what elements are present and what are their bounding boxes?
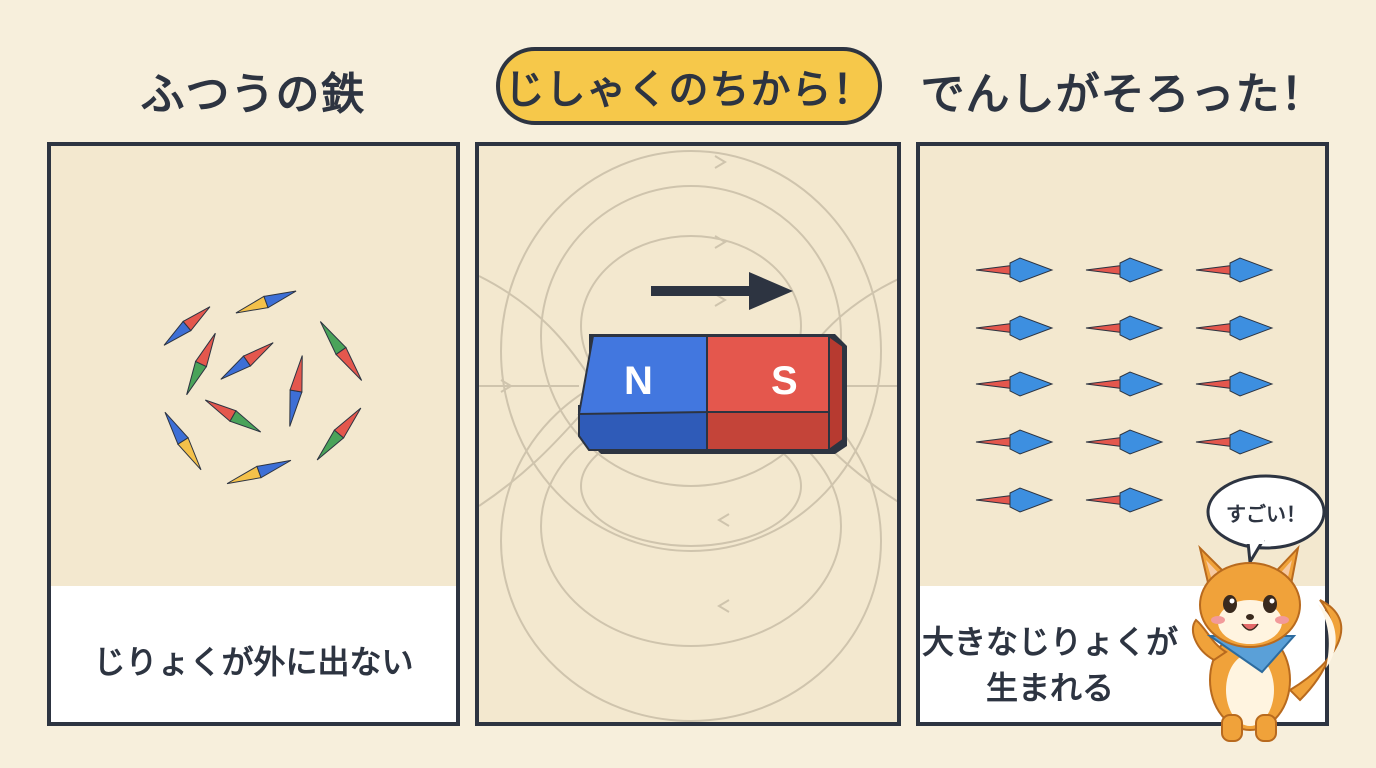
direction-arrow (651, 272, 793, 310)
caption-right-line1: 大きなじりょくが (921, 623, 1178, 661)
domain-needle (186, 332, 216, 396)
domain-needle (316, 407, 362, 461)
magnet-south-label: S (771, 359, 798, 403)
aligned-domain-needle (975, 371, 1054, 397)
aligned-domain-needle (1085, 315, 1164, 341)
aligned-domain-needle (1195, 257, 1274, 283)
caption-box (51, 586, 456, 722)
caption-right-line2: 生まれる (985, 669, 1114, 707)
aligned-domain-needle (975, 315, 1054, 341)
aligned-domain-needle (975, 257, 1054, 283)
aligned-domain-needle (1085, 429, 1164, 455)
panel-title-left: ふつうの鉄 (140, 69, 366, 120)
panel-title-right: でんしがそろった！ (920, 69, 1326, 120)
bar-magnet (577, 334, 847, 454)
aligned-domain-needle (975, 487, 1054, 513)
domain-needle (220, 342, 274, 380)
caption-left: じりょくが外に出ない (93, 643, 414, 681)
panel-title-middle: じしゃくのちから！ (496, 47, 882, 125)
domain-needle (204, 399, 262, 433)
aligned-domains-illustration (975, 257, 1274, 513)
domain-needle (319, 321, 363, 381)
domain-needle (226, 459, 292, 485)
aligned-domain-needle (1195, 429, 1274, 455)
aligned-domain-needle (1195, 371, 1274, 397)
domain-needle (163, 306, 211, 346)
aligned-domain-needle (1195, 315, 1274, 341)
aligned-domain-needle (1085, 487, 1164, 513)
aligned-domain-needle (1085, 371, 1164, 397)
mascot-speech-text: すごい！ (1226, 501, 1306, 526)
panel-aligned-domains: 大きなじりょくが 生まれる (916, 142, 1329, 726)
aligned-domain-needle (975, 429, 1054, 455)
domain-needle (235, 290, 297, 314)
magnetic-field-illustration: N S (479, 150, 897, 722)
magnet-north-label: N (624, 359, 653, 403)
panel-magnet-force: N S (475, 142, 901, 726)
random-domains-illustration (163, 290, 363, 485)
aligned-domain-needle (1085, 257, 1164, 283)
panel-ordinary-iron: じりょくが外に出ない (47, 142, 460, 726)
domain-needle (164, 411, 202, 471)
domain-needle (289, 355, 303, 427)
